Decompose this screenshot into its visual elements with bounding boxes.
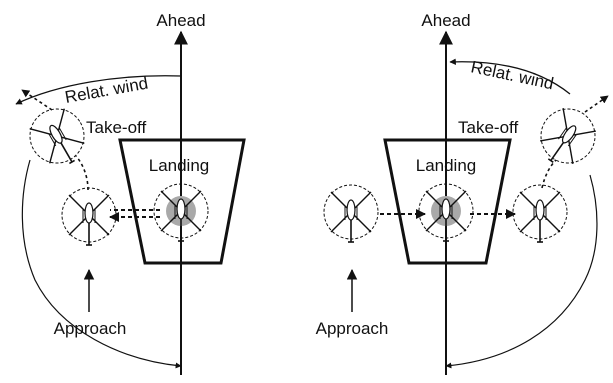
right-circuit-arc	[445, 174, 598, 369]
helicopter-icon	[323, 184, 379, 243]
right-relative-wind-arrow	[449, 58, 571, 95]
right-approach-label: Approach	[316, 319, 389, 338]
right-takeoff-label: Take-off	[458, 118, 518, 137]
helicopter-icon	[19, 98, 97, 177]
right-landing-area	[383, 138, 512, 265]
left-hover-transfer-path	[110, 210, 160, 217]
left-ahead-label: Ahead	[156, 11, 205, 30]
right-landing-label: Landing	[416, 156, 477, 175]
left-landing-area	[118, 138, 246, 265]
right-ahead-label: Ahead	[421, 11, 470, 30]
right-relative-wind-label: Relat. wind	[469, 57, 555, 93]
left-panel: Ahead Relat. wind Take-off Landing Appro…	[15, 11, 246, 375]
left-approach-label: Approach	[54, 319, 127, 338]
left-relative-wind-arrow	[15, 75, 182, 105]
left-takeoff-label: Take-off	[86, 118, 146, 137]
right-climbout-path	[541, 96, 608, 189]
left-relative-wind-label: Relat. wind	[63, 74, 149, 107]
right-panel: Ahead Relat. wind Take-off Landing Appro…	[316, 11, 608, 375]
helicopter-icon	[527, 97, 607, 177]
left-circuit-arc	[21, 159, 182, 369]
left-climbout-path	[22, 90, 89, 191]
helicopter-icon	[512, 184, 568, 243]
left-landing-label: Landing	[149, 156, 210, 175]
helicopter-icon	[61, 187, 117, 246]
